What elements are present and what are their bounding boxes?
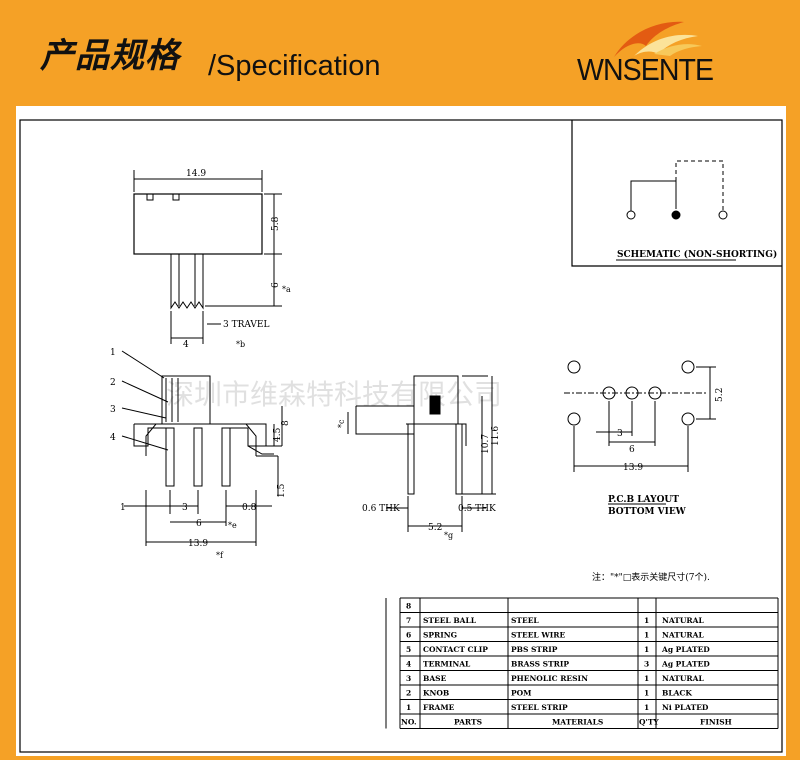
svg-text:10.7: 10.7 — [481, 434, 491, 454]
schematic-terminal-left — [626, 210, 636, 220]
bom-cell-finish: Ag PLATED — [661, 645, 710, 654]
side-view: *c 10.7 11.6 0.6 THK 0.5 THK 5.2 *g — [337, 375, 501, 540]
bom-cell-finish: BLACK — [662, 689, 692, 698]
svg-text:*b: *b — [236, 340, 245, 349]
bom-cell-finish: Ag PLATED — [661, 660, 710, 669]
svg-text:6: 6 — [271, 282, 281, 288]
svg-text:6: 6 — [196, 519, 202, 529]
bom-header-qty: Q'TY — [639, 718, 659, 727]
svg-text:4: 4 — [183, 340, 189, 350]
bom-header-parts: PARTS — [454, 718, 482, 727]
bom-cell-material: PBS STRIP — [511, 645, 558, 654]
top-view: 14.9 5.8 6 *a 4 3 TRAVEL *b — [133, 169, 291, 350]
bom-cell-material: STEEL — [511, 616, 539, 625]
flame-swoosh-icon — [614, 21, 702, 57]
bom-cell-part: KNOB — [423, 689, 449, 698]
bom-cell-no: 5 — [406, 645, 411, 654]
pcb-hole — [681, 360, 695, 374]
brand-logo: WNSENTE — [577, 52, 714, 87]
svg-text:2: 2 — [110, 378, 116, 388]
bom-cell-finish: NATURAL — [662, 616, 704, 625]
svg-text:*g: *g — [444, 531, 453, 540]
svg-text:BOTTOM VIEW: BOTTOM VIEW — [608, 507, 687, 517]
bom-cell-material: POM — [511, 689, 531, 698]
bom-cell-qty: 1 — [644, 616, 649, 625]
bom-cell-part: SPRING — [423, 631, 457, 640]
schematic-caption: SCHEMATIC (NON-SHORTING) — [617, 249, 777, 260]
pcb-hole — [681, 412, 695, 426]
svg-text:8: 8 — [281, 420, 291, 426]
bom-cell-no: 8 — [406, 602, 411, 611]
bom-cell-no: 2 — [406, 689, 411, 698]
bom-cell-part: STEEL BALL — [423, 616, 477, 625]
bom-cell-qty: 1 — [644, 674, 649, 683]
bom-header-materials: MATERIALS — [552, 718, 603, 727]
bom-header-finish: FINISH — [700, 718, 732, 727]
title-english: /Specification — [208, 50, 381, 82]
svg-text:14.9: 14.9 — [186, 169, 206, 179]
svg-text:0.8: 0.8 — [242, 503, 257, 513]
pcb-layout: 5.2 3 6 13.9 P.C.B LAYOUT BOTTOM VIEW — [564, 360, 725, 517]
svg-text:5.2: 5.2 — [428, 523, 442, 533]
svg-text:*a: *a — [282, 285, 291, 294]
svg-text:1: 1 — [120, 503, 126, 513]
bom-cell-part: FRAME — [423, 703, 455, 712]
svg-text:*e: *e — [228, 521, 237, 530]
note-text: 注："*"□表示关键尺寸(7个). — [592, 571, 710, 583]
bom-cell-part: BASE — [423, 674, 447, 683]
bom-cell-qty: 1 — [644, 631, 649, 640]
pcb-hole — [567, 412, 581, 426]
bom-cell-no: 3 — [406, 674, 411, 683]
pcb-hole — [567, 360, 581, 374]
svg-text:*c: *c — [337, 419, 346, 428]
svg-text:4: 4 — [110, 433, 116, 443]
svg-text:5.8: 5.8 — [271, 216, 281, 231]
pcb-caption: P.C.B LAYOUT — [608, 495, 679, 505]
svg-text:3: 3 — [617, 429, 623, 439]
bom-cell-part: CONTACT CLIP — [423, 645, 488, 654]
svg-text:13.9: 13.9 — [623, 463, 643, 473]
bom-cell-no: 6 — [406, 631, 411, 640]
sheet-border — [19, 119, 783, 753]
bom-cell-finish: NATURAL — [662, 674, 704, 683]
bom-header-no: NO. — [401, 718, 417, 727]
bom-cell-part: TERMINAL — [423, 660, 471, 669]
bom-cell-no: 4 — [406, 660, 411, 669]
svg-text:11.6: 11.6 — [491, 426, 501, 446]
bom-cell-material: STEEL WIRE — [511, 631, 565, 640]
bom-cell-finish: Ni PLATED — [662, 703, 709, 712]
schematic-terminal-common — [671, 210, 681, 220]
watermark: 深圳市维森特科技有限公司 — [166, 378, 502, 411]
svg-text:0.6 THK: 0.6 THK — [362, 504, 400, 514]
technical-drawing: 深圳市维森特科技有限公司 SCHEMATIC (NON-SHORTING) — [19, 119, 783, 753]
bom-cell-qty: 3 — [644, 660, 649, 669]
bom-cell-material: STEEL STRIP — [511, 703, 568, 712]
title-chinese: 产品规格 — [40, 36, 180, 76]
front-view: 4.5 8 1.5 1 2 3 4 — [110, 348, 291, 560]
svg-text:0.5 THK: 0.5 THK — [458, 504, 496, 514]
bom-cell-material: BRASS STRIP — [511, 660, 569, 669]
svg-text:6: 6 — [629, 445, 635, 455]
bom-cell-qty: 1 — [644, 689, 649, 698]
svg-text:*f: *f — [216, 551, 224, 560]
bom-cell-material: PHENOLIC RESIN — [511, 674, 588, 683]
bom-cell-no: 1 — [406, 703, 411, 712]
svg-text:1.5: 1.5 — [277, 483, 287, 498]
svg-text:4.5: 4.5 — [273, 427, 283, 442]
svg-text:1: 1 — [110, 348, 116, 358]
svg-text:3 TRAVEL: 3 TRAVEL — [223, 320, 269, 330]
bom-cell-no: 7 — [406, 616, 411, 625]
bom-cell-qty: 1 — [644, 703, 649, 712]
schematic-terminal-right — [718, 210, 728, 220]
bom-cell-qty: 1 — [644, 645, 649, 654]
drawing-sheet: 深圳市维森特科技有限公司 SCHEMATIC (NON-SHORTING) — [16, 106, 786, 756]
bom-cell-finish: NATURAL — [662, 631, 704, 640]
svg-text:3: 3 — [182, 503, 188, 513]
schematic-section: SCHEMATIC (NON-SHORTING) — [571, 120, 782, 267]
svg-text:13.9: 13.9 — [188, 539, 208, 549]
svg-text:3: 3 — [110, 405, 116, 415]
svg-text:5.2: 5.2 — [715, 388, 725, 402]
